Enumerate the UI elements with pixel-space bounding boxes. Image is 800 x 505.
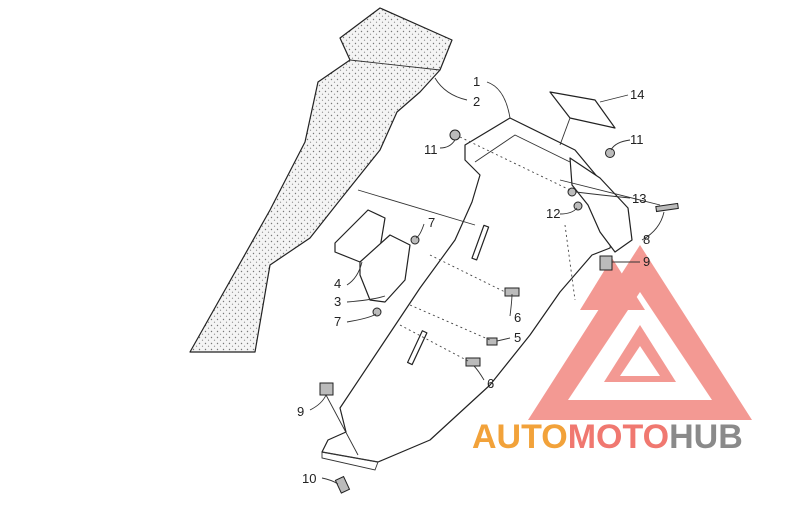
callout-8: 8 <box>643 232 650 247</box>
part-3-bracket <box>359 234 411 303</box>
callout-14: 14 <box>630 87 644 102</box>
panel-bottom-lip <box>321 451 379 471</box>
leader-11-right <box>610 139 631 151</box>
leader-6-upper <box>509 293 513 317</box>
panel-slot-upper <box>471 224 490 261</box>
watermark-auto: AUTO <box>472 418 568 456</box>
watermark-logo-icon <box>528 245 752 420</box>
leader-11-left <box>439 139 456 149</box>
leader-7-lower <box>346 313 377 323</box>
callout-9-left: 9 <box>297 404 304 419</box>
watermark-hub: HUB <box>669 418 743 456</box>
watermark-text: AUTOMOTOHUB <box>472 418 743 456</box>
callout-3: 3 <box>334 294 341 309</box>
part-14-decal <box>549 91 616 129</box>
callout-9-right: 9 <box>643 254 650 269</box>
leader-14 <box>599 94 629 103</box>
leader-4 <box>346 261 363 286</box>
align-line-8 <box>559 179 661 206</box>
clip-9-left-icon <box>319 382 334 396</box>
leader-5 <box>496 337 511 342</box>
clip-9-right-icon <box>599 255 613 271</box>
callout-6-upper: 6 <box>514 310 521 325</box>
nut-11-right-icon <box>605 148 615 158</box>
part-2-foam-pad <box>189 7 453 353</box>
callout-11-right: 11 <box>630 132 644 147</box>
leader-2 <box>434 77 468 101</box>
callout-13: 13 <box>632 191 646 206</box>
callout-6-lower: 6 <box>487 376 494 391</box>
washer-7-lower-icon <box>372 307 382 317</box>
leader-3 <box>346 295 386 303</box>
panel-slot-lower <box>406 330 428 366</box>
align-line-11 <box>459 136 571 191</box>
callout-12: 12 <box>546 206 560 221</box>
leader-12 <box>559 207 578 215</box>
leader-1 <box>486 81 511 119</box>
foam-top-edge <box>349 59 441 71</box>
callout-1: 1 <box>473 74 480 89</box>
leader-10 <box>321 477 339 485</box>
panel-inner-edge <box>474 134 571 163</box>
leader-7-upper <box>415 223 425 239</box>
nut-11-left-icon <box>449 129 461 141</box>
align-line-14 <box>559 117 571 146</box>
leader-13 <box>575 191 631 199</box>
align-line-6-upper <box>429 254 506 293</box>
screw-12-icon <box>573 201 583 211</box>
washer-7-upper-icon <box>410 235 420 245</box>
leader-9-left <box>309 394 327 411</box>
callout-10: 10 <box>302 471 316 486</box>
watermark-moto: MOTO <box>568 418 669 456</box>
callout-2: 2 <box>473 94 480 109</box>
leader-6-lower <box>473 365 485 381</box>
part-1-side-flange <box>569 157 633 253</box>
callout-7-upper: 7 <box>428 215 435 230</box>
callout-5: 5 <box>514 330 521 345</box>
align-line-6-lower <box>399 324 471 363</box>
bolt-8-icon <box>655 202 679 213</box>
screw-5-icon <box>486 337 498 346</box>
align-line-foam <box>357 189 476 226</box>
screw-10-icon <box>334 475 351 494</box>
leader-9-left-line <box>325 394 359 456</box>
leader-8 <box>641 211 665 241</box>
callout-7-lower: 7 <box>334 314 341 329</box>
screw-6-lower-icon <box>465 357 481 367</box>
callout-4: 4 <box>334 276 341 291</box>
callout-11-left: 11 <box>424 142 438 157</box>
